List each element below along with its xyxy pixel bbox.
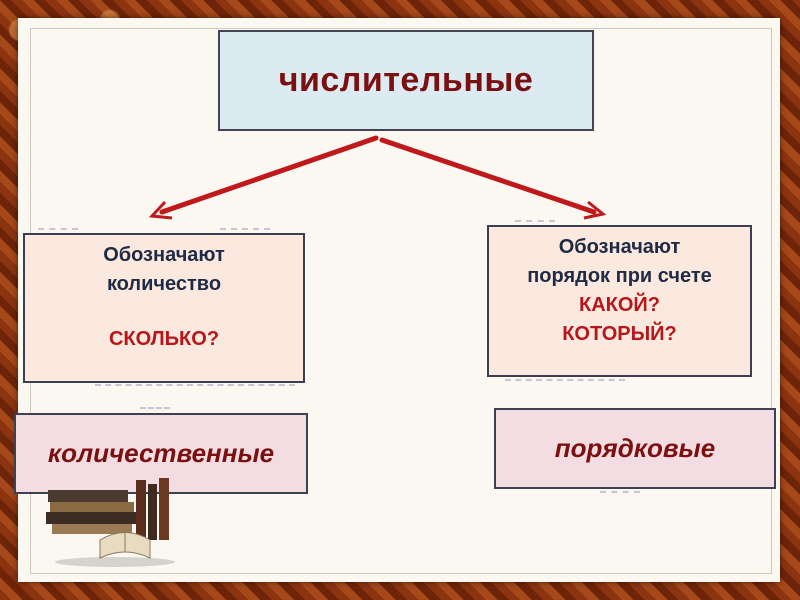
title-text: числительные [278, 61, 534, 99]
ordinal-desc-line-1: Обозначают [558, 236, 681, 258]
books-picture [46, 478, 175, 567]
arrow-right-icon [379, 137, 607, 220]
ordinal-name: порядковые [554, 433, 716, 463]
dashes-left-bottom [95, 384, 295, 386]
ordinal-question-2: КОТОРЫЙ? [562, 323, 677, 345]
ordinal-desc-line-2: порядок при счете [527, 265, 712, 287]
dashes-left-top [38, 228, 78, 230]
dashes-right-bottom [505, 379, 625, 381]
ordinal-description-box: Обозначают порядок при счете КАКОЙ? КОТО… [487, 225, 752, 377]
dashes-right-top [515, 220, 555, 222]
ordinal-name-box: порядковые [494, 408, 776, 489]
cardinal-desc-line-1: Обозначают [103, 244, 225, 266]
dashes-left-top2 [220, 228, 270, 230]
title-box: числительные [218, 30, 594, 131]
cardinal-name: количественные [47, 438, 275, 468]
cardinal-question: СКОЛЬКО? [108, 328, 220, 350]
ordinal-question-1: КАКОЙ? [578, 294, 660, 316]
arrow-left-icon [148, 135, 379, 220]
cardinal-desc-line-2: количество [106, 273, 222, 295]
dashes-name-right [600, 491, 640, 493]
cardinal-description-box: Обозначают количество СКОЛЬКО? [23, 233, 305, 383]
dashes-name-left [140, 407, 170, 409]
